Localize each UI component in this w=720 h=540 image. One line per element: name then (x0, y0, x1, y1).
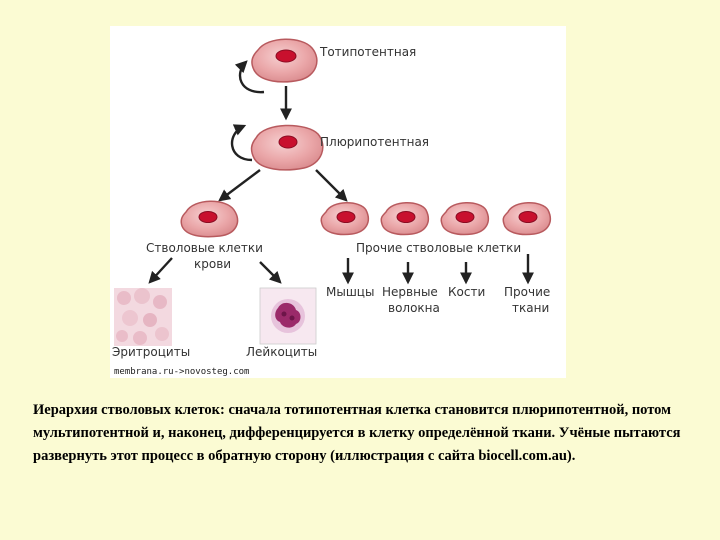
totipotent-label: Тотипотентная (319, 45, 416, 59)
pluripotent-cell (250, 124, 324, 171)
stem-cell-hierarchy-diagram: Тотипотентная Плюрипотентная Стволовые к… (110, 26, 566, 378)
blood-stem-label-line1: Стволовые клетки (146, 241, 263, 255)
totipotent-cell (251, 38, 318, 83)
nerve-label-line2: волокна (388, 301, 440, 315)
other-stem-cell-2 (380, 202, 430, 236)
other-tissues-label-line1: Прочие (504, 285, 550, 299)
blood-stem-cell (180, 200, 239, 238)
erythrocytes-image (114, 288, 172, 346)
self-renewal-arrow-pluripotent (230, 124, 253, 162)
arrow-to-erythrocytes (148, 257, 173, 284)
other-tissues-label-line2: ткани (512, 301, 549, 315)
image-credit: membrana.ru->novosteg.com (114, 367, 249, 377)
leukocytes-label: Лейкоциты (246, 345, 317, 359)
other-stem-cell-3 (440, 202, 490, 236)
arrow-to-leukocytes (259, 261, 282, 284)
erythrocytes-label: Эритроциты (112, 345, 190, 359)
pluripotent-label: Плюрипотентная (320, 135, 429, 149)
leukocytes-image (259, 287, 317, 345)
blood-stem-label-line2: крови (194, 257, 231, 271)
arrow-to-other-stem (315, 169, 348, 202)
other-stem-cell-1 (320, 202, 370, 236)
figure-caption: Иерархия стволовых клеток: сначала тотип… (33, 402, 681, 464)
nerve-label-line1: Нервные (382, 285, 438, 299)
muscles-label: Мышцы (326, 285, 374, 299)
self-renewal-arrow-totipotent (234, 60, 265, 94)
bones-label: Кости (448, 285, 485, 299)
arrow-to-blood-stem (218, 169, 261, 202)
other-stem-label: Прочие стволовые клетки (356, 241, 521, 255)
diagram-canvas: Тотипотентная Плюрипотентная Стволовые к… (112, 38, 552, 377)
other-stem-cell-4 (502, 202, 552, 236)
